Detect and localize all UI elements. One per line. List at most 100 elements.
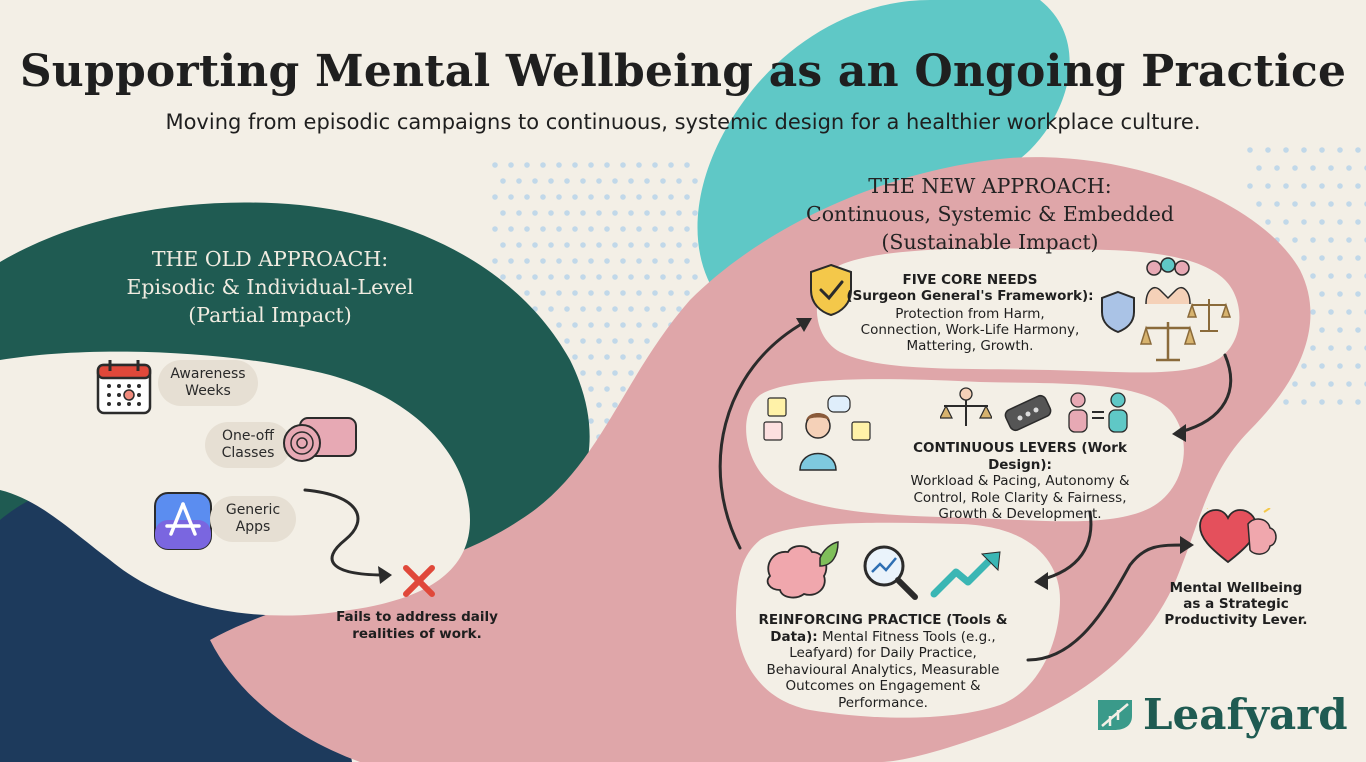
- dot: [612, 306, 618, 312]
- arrow-heads: [378, 318, 1194, 590]
- dot: [660, 210, 666, 216]
- one-off-classes-line1: One-off: [221, 428, 275, 444]
- dot: [572, 290, 578, 296]
- dot: [620, 386, 626, 392]
- dot: [580, 274, 586, 280]
- leafyard-logo-icon: [1098, 700, 1132, 730]
- dot: [1247, 147, 1253, 153]
- dot: [492, 194, 498, 200]
- dot: [580, 338, 586, 344]
- dot: [492, 226, 498, 232]
- dot: [644, 242, 650, 248]
- dot: [1355, 363, 1361, 369]
- reinforcing-text-line3: Behavioural Analytics, Measurable: [766, 661, 1000, 678]
- dot: [1310, 381, 1316, 387]
- dot: [668, 226, 674, 232]
- new-approach-heading: THE NEW APPROACH: Continuous, Systemic &…: [760, 172, 1220, 256]
- dot: [1274, 165, 1280, 171]
- page-subtitle: Moving from episodic campaigns to contin…: [165, 110, 1201, 134]
- people-hands-icon: [1145, 257, 1191, 305]
- dot: [596, 274, 602, 280]
- dot: [524, 258, 530, 264]
- dot: [604, 258, 610, 264]
- dot: [684, 258, 690, 264]
- core-needs-title-line2: (Surgeon General's Framework):: [846, 288, 1094, 304]
- dot: [516, 178, 522, 184]
- dot: [548, 210, 554, 216]
- dot: [612, 210, 618, 216]
- calendar-icon: [96, 360, 152, 415]
- dot: [644, 178, 650, 184]
- dot: [532, 178, 538, 184]
- dot: [692, 242, 698, 248]
- dot: [524, 162, 530, 168]
- dot: [1310, 345, 1316, 351]
- core-needs-text: Protection from Harm, Connection, Work-L…: [830, 306, 1110, 354]
- dot: [580, 210, 586, 216]
- brain-leaf-icon: [766, 541, 839, 599]
- dot: [1346, 309, 1352, 315]
- dot: [588, 354, 594, 360]
- dot: [620, 194, 626, 200]
- dot: [596, 306, 602, 312]
- dot: [524, 226, 530, 232]
- dot: [1319, 363, 1325, 369]
- dot: [588, 226, 594, 232]
- dot: [540, 226, 546, 232]
- dot: [644, 338, 650, 344]
- dot: [620, 162, 626, 168]
- dot: [604, 386, 610, 392]
- dot: [532, 274, 538, 280]
- dot: [508, 258, 514, 264]
- dot: [564, 242, 570, 248]
- dot: [1301, 255, 1307, 261]
- dot: [492, 162, 498, 168]
- dot: [556, 322, 562, 328]
- dot: [588, 322, 594, 328]
- levers-text-line1: Workload & Pacing, Autonomy &: [910, 473, 1130, 489]
- dot: [1328, 165, 1334, 171]
- one-off-classes-label: One-off Classes: [205, 422, 291, 468]
- dot: [684, 194, 690, 200]
- dot: [500, 242, 506, 248]
- dot: [668, 162, 674, 168]
- outcome-text: Mental Wellbeing as a Strategic Producti…: [1148, 580, 1324, 628]
- dot: [588, 386, 594, 392]
- dot: [1310, 165, 1316, 171]
- dot: [1337, 147, 1343, 153]
- dot: [596, 178, 602, 184]
- dot: [636, 354, 642, 360]
- dot: [572, 354, 578, 360]
- old-approach-result: Fails to address daily realities of work…: [322, 609, 512, 643]
- dot: [652, 290, 658, 296]
- dot: [1328, 237, 1334, 243]
- brand-name: Leafyard: [1143, 690, 1348, 739]
- dot: [596, 370, 602, 376]
- dot: [572, 194, 578, 200]
- dot: [668, 194, 674, 200]
- equal-people-icon: [1068, 392, 1128, 433]
- dot: [508, 162, 514, 168]
- dot: [620, 258, 626, 264]
- generic-apps-label: Generic Apps: [210, 496, 296, 542]
- dot: [580, 242, 586, 248]
- dot: [1337, 399, 1343, 405]
- dot: [508, 194, 514, 200]
- generic-apps-line1: Generic: [225, 502, 281, 518]
- dot: [1328, 309, 1334, 315]
- dot: [612, 402, 618, 408]
- dot: [1337, 327, 1343, 333]
- dot: [572, 322, 578, 328]
- dot: [500, 178, 506, 184]
- dot: [604, 162, 610, 168]
- core-needs-bubble: [816, 248, 1240, 373]
- dot: [1283, 147, 1289, 153]
- dot: [564, 306, 570, 312]
- reinforcing-to-outcome-arrow: [1026, 543, 1187, 662]
- dot: [1310, 273, 1316, 279]
- core-needs-title-line1: FIVE CORE NEEDS: [902, 272, 1038, 288]
- dot: [652, 226, 658, 232]
- dot: [1319, 399, 1325, 405]
- dot: [556, 258, 562, 264]
